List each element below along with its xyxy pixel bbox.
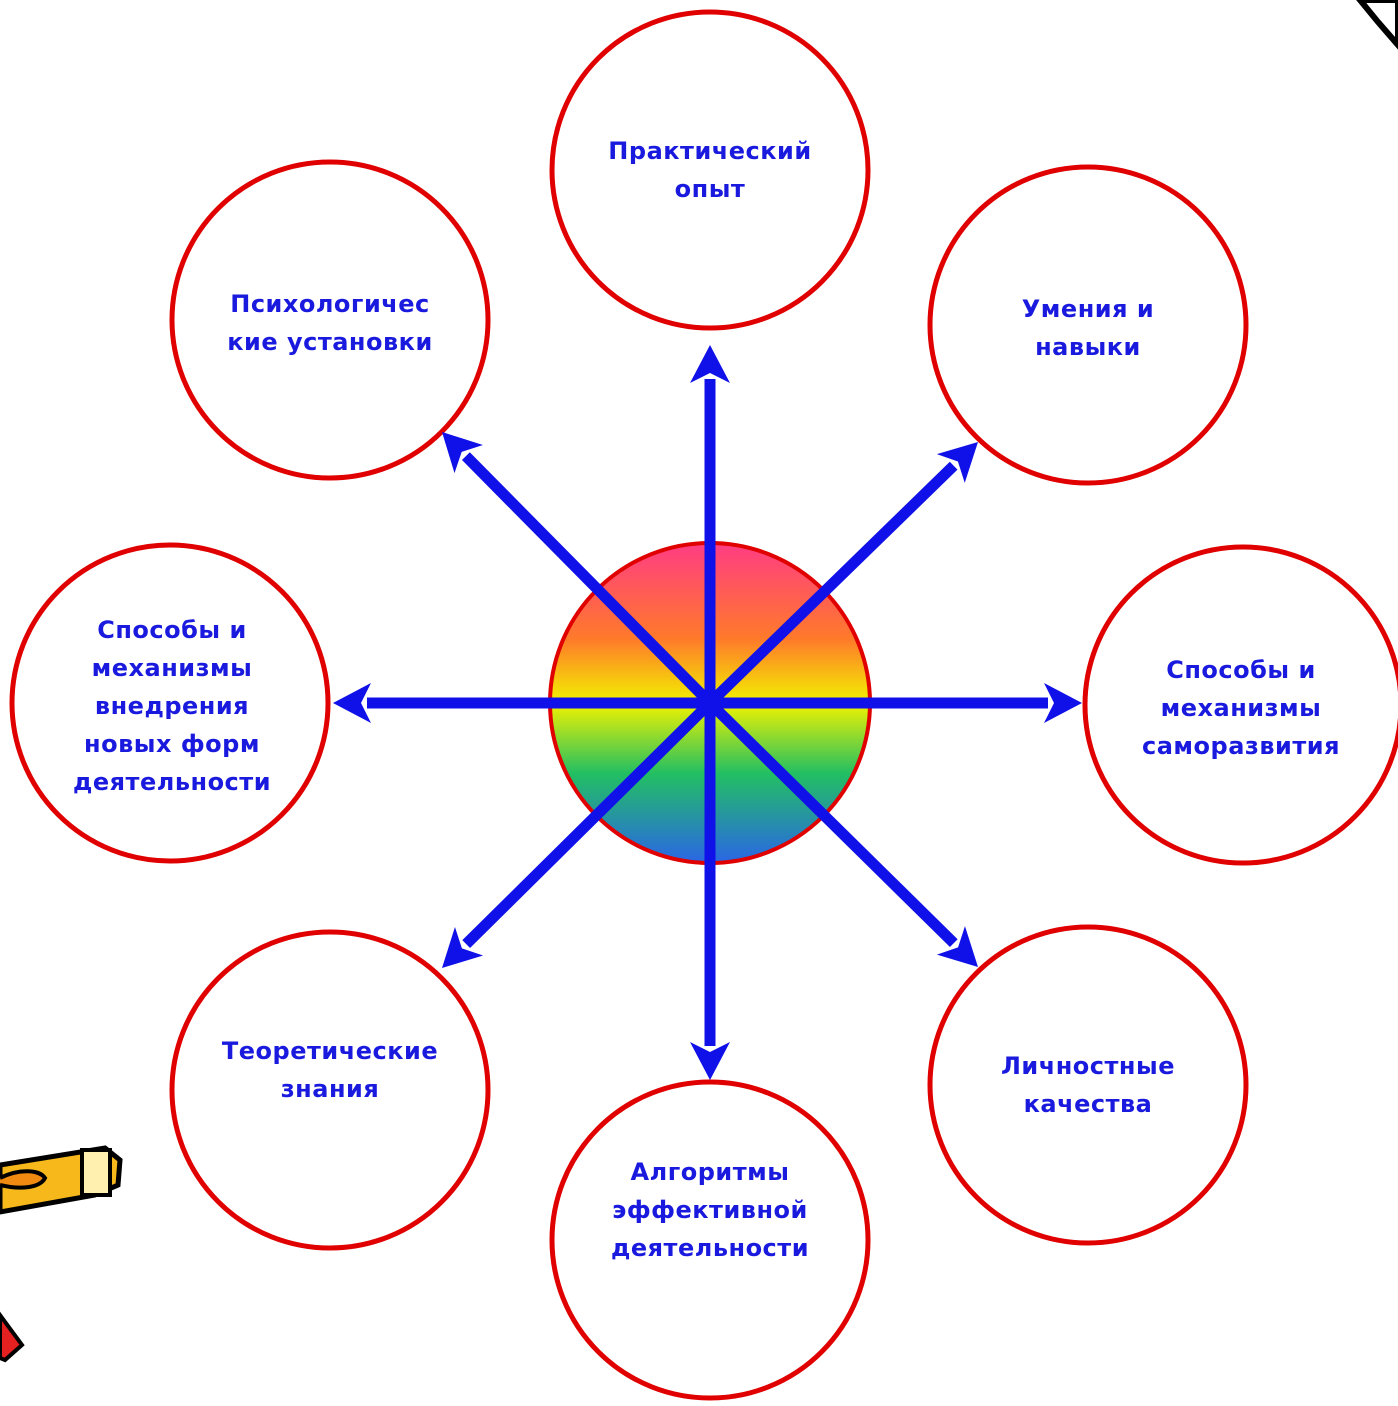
arrow-to-algorithms	[690, 703, 730, 1080]
pencil-clipart	[0, 1145, 123, 1363]
arrow-to-implementation	[333, 683, 710, 723]
node-label-self-development: Способы и механизмы саморазвития	[1142, 656, 1340, 760]
node-label-personal-qualities: Личностные качества	[1001, 1052, 1175, 1118]
node-label-algorithms: Алгоритмы эффективной деятельности	[610, 1158, 810, 1262]
node-circle-practical-experience	[549, 9, 871, 331]
node-label-skills: Умения и навыки	[1021, 295, 1155, 361]
node-circle-implementation	[9, 542, 331, 864]
node-circle-algorithms	[549, 1079, 871, 1401]
node-circle-self-development	[1082, 544, 1398, 866]
node-circle-theory	[169, 929, 491, 1251]
node-circle-skills	[927, 164, 1249, 486]
arrow-to-self-development	[710, 683, 1082, 723]
node-circle-personal-qualities	[927, 924, 1249, 1246]
node-label-implementation: Способы и механизмы внедрения новых форм…	[72, 616, 272, 796]
arrow-to-practical-experience	[690, 345, 730, 703]
arrow-to-psychology	[442, 432, 714, 707]
node-label-theory: Теоретические знания	[221, 1037, 439, 1103]
node-label-practical-experience: Практический опыт	[608, 137, 812, 203]
arrow-to-theory	[442, 699, 714, 968]
arrow-to-personal-qualities	[706, 699, 978, 967]
arrow-to-skills	[706, 442, 978, 707]
corner-clipart	[1356, 0, 1398, 50]
node-circle-psychology	[169, 159, 491, 481]
node-label-psychology: Психологичес кие установки	[227, 290, 433, 356]
